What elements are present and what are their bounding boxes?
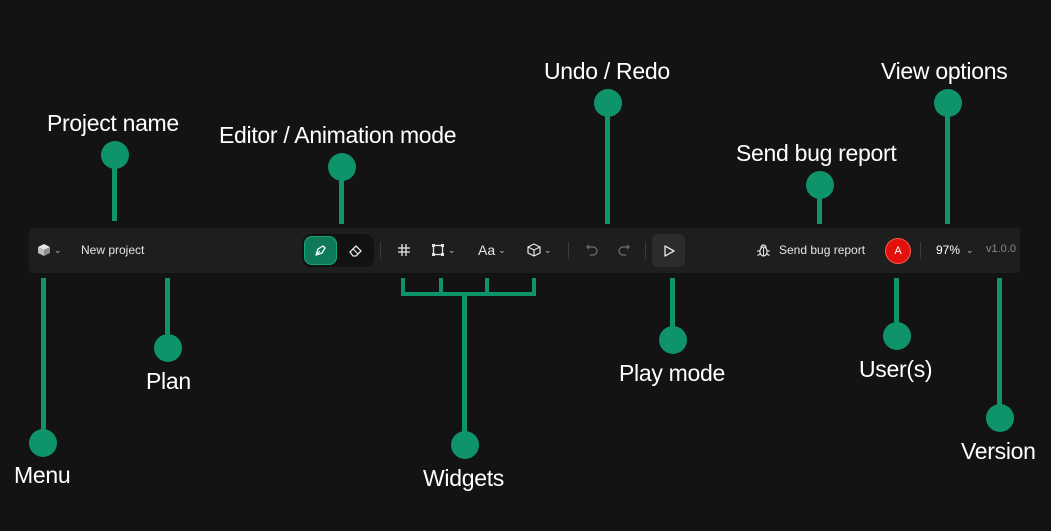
widgets-bracket-tick-2 (439, 278, 443, 296)
dot-widgets (451, 431, 479, 459)
dot-version (986, 404, 1014, 432)
text-icon: Aa (478, 242, 496, 258)
undo-icon (586, 244, 598, 256)
connector-widgets (462, 296, 467, 434)
widgets-bracket-bar (401, 292, 536, 296)
version-label: v1.0.0 (986, 243, 1016, 255)
component-widget-button[interactable]: ⌄ (527, 240, 552, 260)
connector-menu (41, 278, 46, 432)
frame-icon (432, 244, 444, 256)
editor-animation-mode-toggle (302, 234, 374, 267)
connector-undo-redo (605, 106, 610, 224)
dot-send-bug-report (806, 171, 834, 199)
label-view-options: View options (881, 58, 1008, 84)
label-plan: Plan (146, 368, 191, 394)
label-send-bug-report: Send bug report (736, 140, 897, 166)
connector-send-bug-report (817, 188, 822, 224)
send-bug-report-button[interactable]: Send bug report (756, 240, 865, 260)
grid-widget-button[interactable] (395, 241, 413, 259)
label-widgets: Widgets (423, 465, 504, 491)
label-users: User(s) (859, 356, 933, 382)
chevron-down-icon: ⌄ (966, 244, 974, 255)
play-icon (663, 244, 675, 257)
editor-toolbar: ⌄ New project (29, 228, 1020, 273)
connector-editor-mode (339, 170, 344, 224)
chevron-down-icon: ⌄ (448, 244, 456, 255)
dot-plan (154, 334, 182, 362)
connector-version (997, 278, 1002, 406)
dot-project-name (101, 141, 129, 169)
connector-play-mode (670, 278, 675, 328)
view-options-button[interactable]: 97% ⌄ (936, 240, 974, 260)
play-mode-button[interactable] (652, 234, 685, 267)
connector-plan (165, 278, 170, 334)
user-initial: A (894, 245, 902, 257)
pen-icon (315, 245, 326, 256)
chevron-down-icon: ⌄ (544, 244, 552, 255)
cube-icon (38, 244, 50, 256)
send-bug-report-label: Send bug report (779, 243, 866, 257)
redo-button[interactable] (615, 241, 633, 259)
toolbar-divider (645, 242, 646, 259)
dot-play-mode (659, 326, 687, 354)
redo-icon (618, 244, 630, 256)
toolbar-divider (568, 242, 569, 259)
animation-mode-button[interactable] (339, 236, 372, 265)
label-menu: Menu (14, 462, 71, 488)
toolbar-divider (920, 242, 921, 259)
toolbar-divider (380, 242, 381, 259)
connector-project-name (112, 158, 117, 221)
avatar[interactable]: A (886, 239, 910, 263)
frame-widget-button[interactable]: ⌄ (431, 240, 456, 260)
widgets-bracket-tick-3 (485, 278, 489, 296)
chevron-down-icon: ⌄ (54, 244, 62, 255)
label-play-mode: Play mode (619, 360, 725, 386)
editor-mode-button[interactable] (304, 236, 337, 265)
dot-menu (29, 429, 57, 457)
widgets-bracket-tick-4 (532, 278, 536, 296)
bug-icon (757, 243, 770, 257)
label-version: Version (961, 438, 1036, 464)
chevron-down-icon: ⌄ (498, 244, 506, 255)
zoom-level: 97% (936, 243, 961, 257)
dot-undo-redo (594, 89, 622, 117)
eraser-icon (349, 245, 362, 257)
label-editor-mode: Editor / Animation mode (219, 122, 457, 148)
widgets-bracket-tick-1 (401, 278, 405, 296)
menu-button[interactable]: ⌄ (37, 240, 62, 260)
undo-button[interactable] (583, 241, 601, 259)
dot-view-options (934, 89, 962, 117)
connector-users (894, 278, 899, 328)
label-project-name: Project name (47, 110, 179, 136)
text-widget-button[interactable]: Aa ⌄ (478, 240, 506, 260)
dot-users (883, 322, 911, 350)
label-undo-redo: Undo / Redo (544, 58, 670, 84)
connector-view-options (945, 106, 950, 224)
dot-editor-mode (328, 153, 356, 181)
component-icon (527, 243, 541, 257)
grid-icon (398, 244, 410, 256)
project-name[interactable]: New project (81, 243, 145, 257)
